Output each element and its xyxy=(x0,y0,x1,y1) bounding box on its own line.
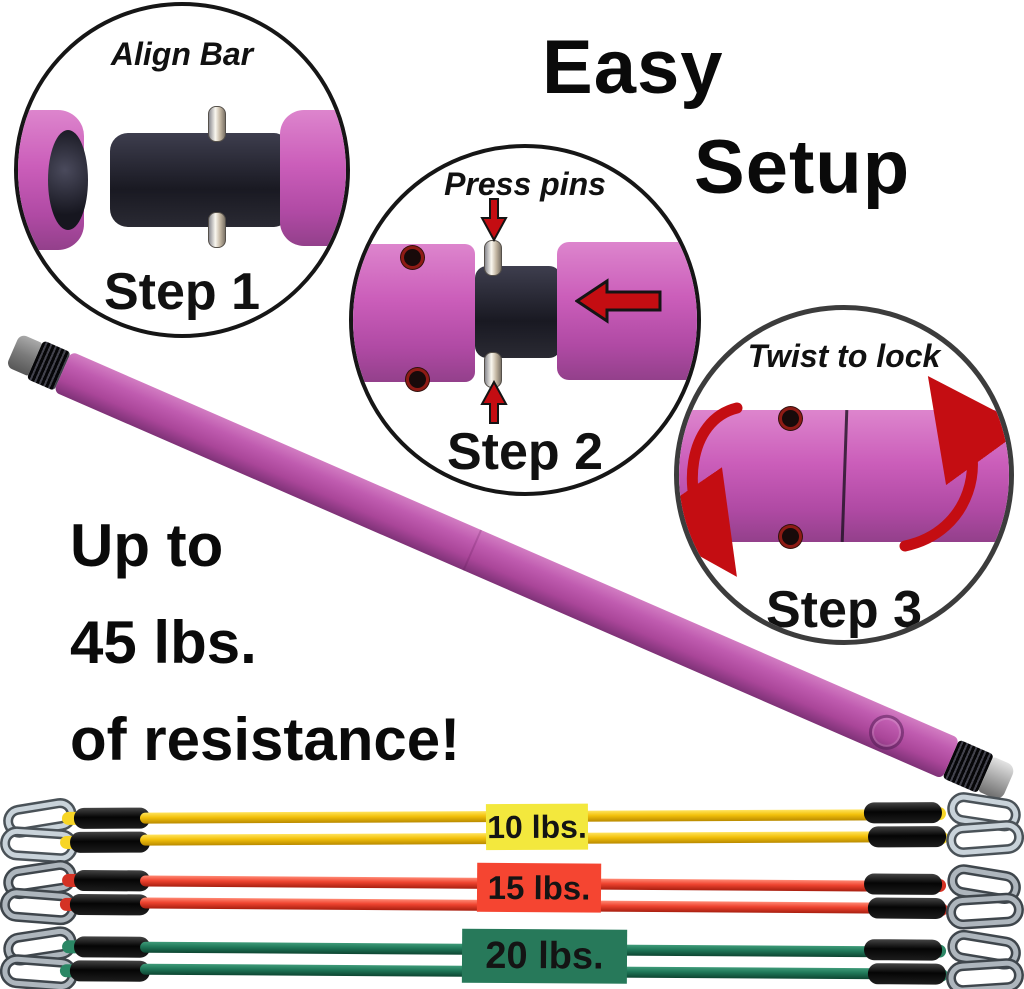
band-sleeve xyxy=(69,893,150,916)
band-row-3: 20 lbs. xyxy=(0,924,1024,989)
band-sleeve xyxy=(74,936,151,958)
weight-label: 20 lbs. xyxy=(461,928,628,984)
foam-grip-hole xyxy=(48,130,88,230)
step-2-label: Step 2 xyxy=(446,423,604,481)
claim-line-3: of resistance! xyxy=(70,706,461,773)
arrow-up-icon xyxy=(480,380,508,424)
pin-hole-icon xyxy=(406,368,429,391)
band-row-1: 10 lbs. xyxy=(0,792,1024,864)
step-3-caption: Twist to lock xyxy=(747,338,941,374)
spring-pin-icon xyxy=(208,212,226,248)
band-sleeve xyxy=(867,897,946,920)
band-sleeve xyxy=(74,869,151,892)
bar-logo-stamp-icon xyxy=(863,709,910,756)
band-sleeve xyxy=(864,873,943,896)
step-1-label: Step 1 xyxy=(103,263,261,321)
step-2-caption: Press pins xyxy=(444,166,606,202)
step-3-circle: Twist to lock Step 3 xyxy=(674,305,1014,645)
headline-setup: Setup xyxy=(694,125,911,210)
weight-label: 10 lbs. xyxy=(485,803,589,851)
band-sleeve xyxy=(864,939,943,961)
arrow-down-icon xyxy=(480,198,508,242)
spring-pin-icon xyxy=(484,240,502,276)
metal-rod xyxy=(110,133,288,227)
weight-label: 15 lbs. xyxy=(476,862,602,913)
resistance-claim: Up to 45 lbs. of resistance! xyxy=(70,497,460,788)
metal-connector xyxy=(475,266,561,358)
band-sleeve xyxy=(867,963,946,985)
carabiner-clips-icon xyxy=(946,792,1024,858)
step-1-caption: Align Bar xyxy=(110,36,254,72)
pin-hole-icon xyxy=(779,525,802,548)
band-sleeve xyxy=(868,826,947,848)
band-sleeve xyxy=(73,807,151,829)
band-sleeve xyxy=(69,960,150,982)
carabiner-clips-icon xyxy=(945,864,1024,930)
band-row-2: 15 lbs. xyxy=(0,857,1024,930)
step-1-circle: Align Bar Step 1 xyxy=(14,2,350,338)
pin-hole-icon xyxy=(401,246,424,269)
claim-line-1: Up to xyxy=(70,512,224,579)
twist-arrows-icon xyxy=(679,375,1009,577)
arrow-left-icon xyxy=(575,278,662,324)
headline-easy: Easy xyxy=(542,25,724,110)
carabiner-clips-icon xyxy=(946,929,1024,989)
bar-seam xyxy=(462,529,482,571)
step-3-label: Step 3 xyxy=(765,581,923,639)
foam-grip xyxy=(280,110,346,246)
pin-hole-icon xyxy=(779,407,802,430)
step-2-circle: Press pins Step 2 xyxy=(349,144,701,496)
claim-line-2: 45 lbs. xyxy=(70,609,257,676)
band-sleeve xyxy=(863,802,942,824)
band-sleeve xyxy=(70,831,151,853)
spring-pin-icon xyxy=(208,106,226,142)
